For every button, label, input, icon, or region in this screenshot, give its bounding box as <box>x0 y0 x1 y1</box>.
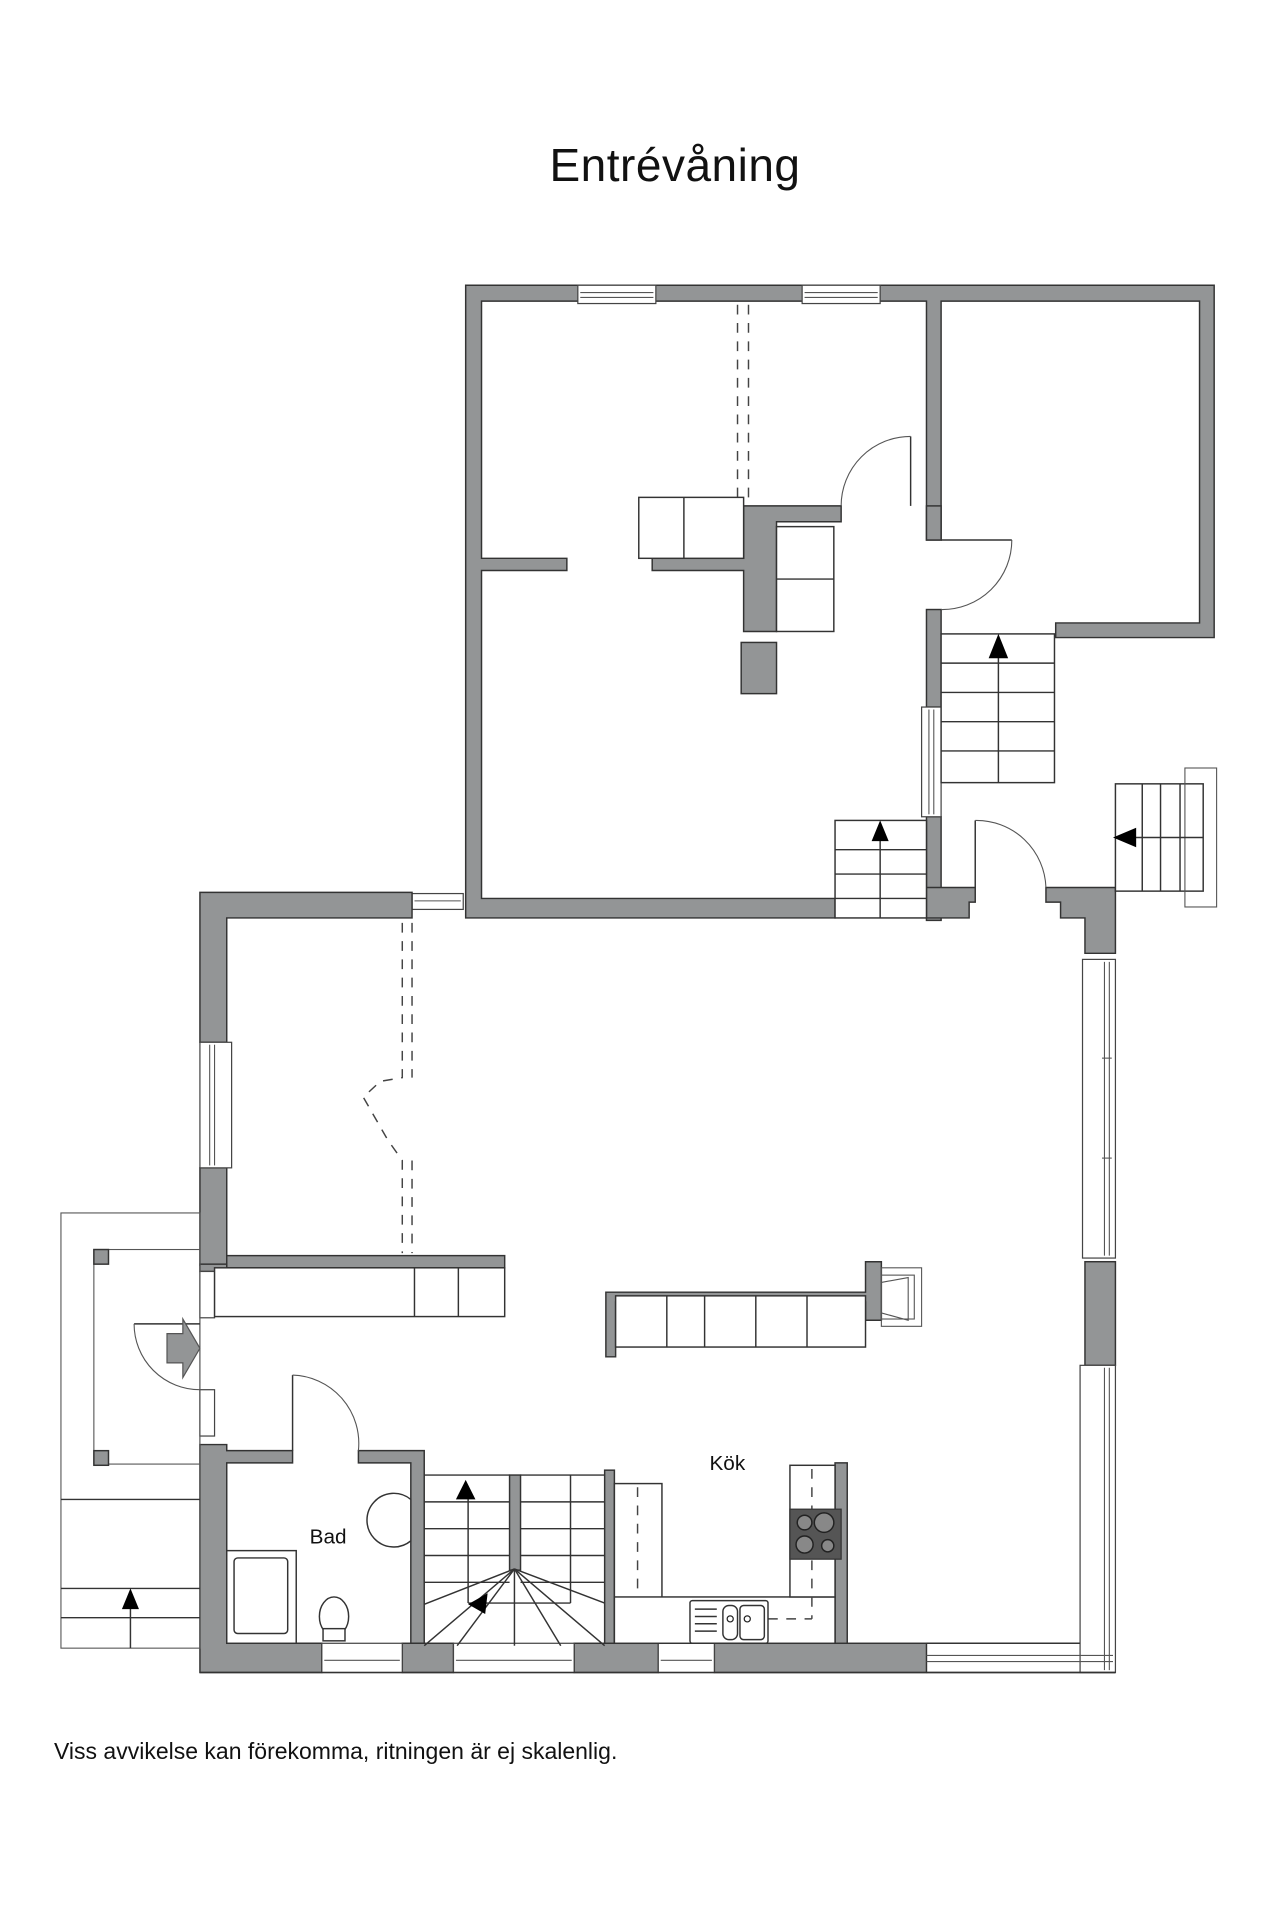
dashed-beam-upper <box>736 304 750 506</box>
stair-up-arrow-icon <box>455 1479 476 1500</box>
room-label-kok: Kök <box>709 1452 745 1475</box>
upper-cabinets <box>638 496 835 633</box>
washbasin <box>366 1492 412 1548</box>
sink <box>689 1599 769 1645</box>
stair-up-arrow-icon <box>1112 827 1137 848</box>
disclaimer-note: Viss avvikelse kan förekomma, ritningen … <box>54 1738 618 1764</box>
floor-title: Entrévåning <box>549 139 801 191</box>
bath-fixtures: Bad <box>226 1492 412 1645</box>
winder-treads <box>423 1568 606 1647</box>
upper-windows <box>411 284 942 911</box>
hall-wardrobe <box>213 1267 506 1318</box>
upper-doors <box>840 435 1047 888</box>
stair-up-arrow-icon <box>988 633 1009 659</box>
dashed-beam-lower <box>362 922 413 1254</box>
stair-up-arrow-icon <box>468 1593 488 1615</box>
stairs-outer-entry <box>1112 767 1218 908</box>
main-walls <box>199 891 1117 1674</box>
stove <box>789 1508 842 1560</box>
stair-up-arrow-icon <box>121 1588 139 1610</box>
stairs-main <box>423 1474 606 1647</box>
stairs-upper-right <box>940 633 1056 784</box>
island-cabinets <box>614 1295 867 1348</box>
stairs-upper-left <box>834 819 928 919</box>
bath-door <box>291 1374 360 1451</box>
entrance-arrow-icon <box>166 1316 201 1380</box>
room-label-bad: Bad <box>310 1525 347 1548</box>
kitchen: Kök <box>613 1452 842 1645</box>
entry-porch <box>60 1212 201 1649</box>
stair-up-arrow-icon <box>871 820 889 842</box>
fireplace <box>880 1267 923 1327</box>
